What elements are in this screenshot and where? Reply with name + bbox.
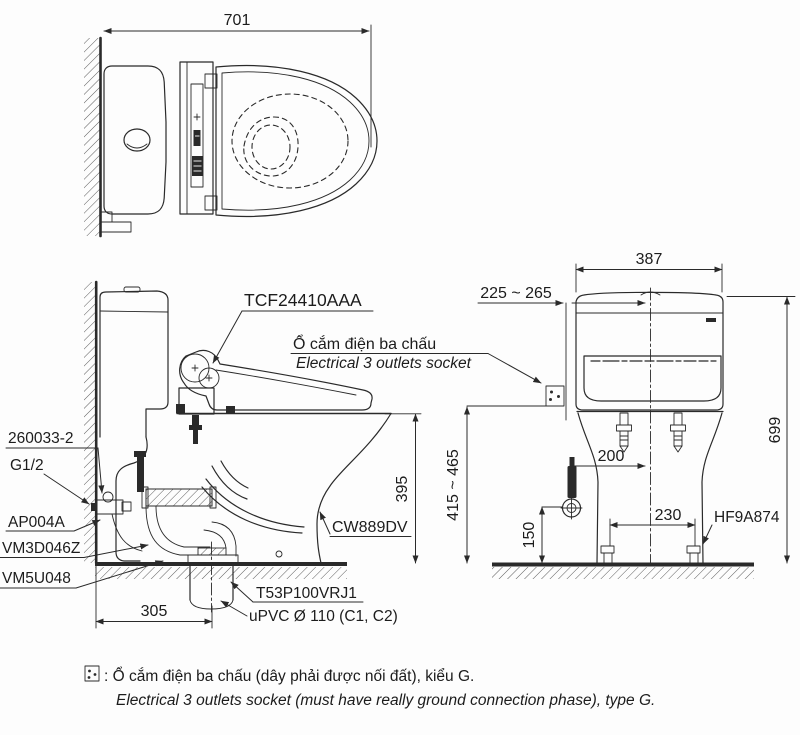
callout-seat-model: TCF24410AAA [212, 290, 374, 364]
bolt-cap-label: HF9A874 [714, 509, 780, 526]
dim-supply-offset: 200 [572, 448, 646, 472]
supply-hose [111, 513, 143, 552]
dim-total-height-label: 699 [767, 417, 784, 444]
callout-bowl-model: CW889DV [319, 511, 412, 537]
dim-socket-height: 415 ~ 465 [445, 406, 471, 564]
washlet-top [179, 61, 218, 215]
dim-width: 387 [575, 251, 723, 293]
side-view: TCF24410AAA Ổ cắm điện ba chấu Electrica… [0, 280, 542, 629]
dim-socket-offset: 225 ~ 265 [477, 285, 646, 307]
supply-valve-rear [560, 457, 583, 520]
seat-top [215, 64, 378, 218]
thread-size-label: G1/2 [10, 457, 44, 474]
hinge-bracket [204, 195, 218, 211]
hinge-bracket [204, 73, 218, 89]
callout-fill-valve: VM3D046Z [0, 540, 149, 558]
callout-supply-valve: AP004A [5, 514, 101, 532]
floor-hatch [95, 567, 347, 579]
callout-drain-pipe: uPVC Ø 110 (C1, C2) [220, 600, 398, 625]
legend-line-vi: : Ổ cắm điện ba chấu (dây phải được nối … [104, 667, 474, 685]
dim-supply-offset-label: 200 [598, 448, 625, 465]
seat-model-label: TCF24410AAA [244, 290, 362, 310]
bowl-front-profile [316, 412, 392, 564]
bowl-model-label: CW889DV [332, 519, 408, 536]
socket-note-en: Electrical 3 outlets socket [296, 355, 472, 372]
top-view: 701 [84, 12, 378, 238]
floor-hatch [492, 567, 754, 579]
callout-socket-note: Ổ cắm điện ba chấu Electrical 3 outlets … [290, 334, 542, 384]
socket-symbol-legend [84, 665, 100, 682]
legend-line-en: Electrical 3 outlets socket (must have r… [116, 692, 655, 709]
callout-flange: T53P100VRJ1 [230, 581, 364, 603]
cistern-rear [575, 291, 724, 411]
brand-mark [706, 318, 716, 322]
dim-bolt-spacing-label: 230 [655, 507, 682, 524]
callout-stop-valve: 260033-2 [5, 430, 105, 494]
supply-valve-label: AP004A [8, 514, 66, 531]
callout-bolt-cap: HF9A874 [702, 509, 780, 545]
callout-flush-valve: VM5U048 [0, 560, 164, 589]
stop-valve-label: 260033-2 [8, 430, 74, 447]
dim-supply-height: 150 [521, 506, 563, 564]
body-left-edge [577, 412, 599, 564]
fill-valve-label: VM3D046Z [2, 540, 80, 557]
wall-hatch-top [84, 38, 100, 236]
cistern-side [99, 286, 169, 438]
drain-pipe-label: uPVC Ø 110 (C1, C2) [249, 608, 398, 625]
dim-socket-height-label: 415 ~ 465 [445, 449, 462, 521]
tank-knob [123, 286, 141, 293]
control-strip [190, 83, 204, 188]
dim-depth: 701 [103, 12, 372, 148]
flush-valve-label: VM5U048 [2, 570, 71, 587]
control-button [193, 130, 201, 146]
stop-valve-body [96, 499, 124, 515]
dim-bolt-spacing: 230 [609, 507, 696, 547]
dim-outlet-offset: 305 [95, 565, 213, 629]
supply-pipe [137, 456, 144, 492]
dim-socket-offset-label: 225 ~ 265 [480, 285, 552, 302]
supply-fitting-top [99, 211, 132, 233]
dim-width-label: 387 [636, 251, 663, 268]
body-right-edge [701, 412, 723, 564]
cistern-top [103, 65, 167, 215]
tank-bolts [616, 412, 686, 453]
legend: : Ổ cắm điện ba chấu (dây phải được nối … [84, 665, 655, 709]
flange-label: T53P100VRJ1 [256, 585, 357, 602]
callout-thread-size: G1/2 [10, 457, 90, 505]
dim-rim-height: 395 [384, 413, 422, 564]
flush-button [123, 128, 151, 152]
washlet-seat-side [176, 349, 373, 444]
dim-total-height: 699 [726, 296, 796, 564]
washlet-rear-panel [583, 355, 722, 402]
bowl-hidden-lines [231, 93, 349, 189]
dim-depth-label: 701 [224, 12, 251, 29]
socket-note-vi: Ổ cắm điện ba chấu [293, 334, 436, 353]
bowl-side [91, 412, 392, 613]
wall-hatch-side [84, 282, 97, 563]
seat-bolt [192, 415, 199, 425]
dim-supply-height-label: 150 [521, 522, 538, 549]
rear-view: 387 225 ~ 265 699 415 ~ 465 200 150 [445, 251, 796, 579]
spud-connector [145, 488, 213, 507]
dim-rim-height-label: 395 [394, 476, 411, 503]
hinge-arm [198, 367, 220, 389]
socket-symbol [545, 385, 565, 407]
dim-outlet-offset-label: 305 [141, 603, 168, 620]
